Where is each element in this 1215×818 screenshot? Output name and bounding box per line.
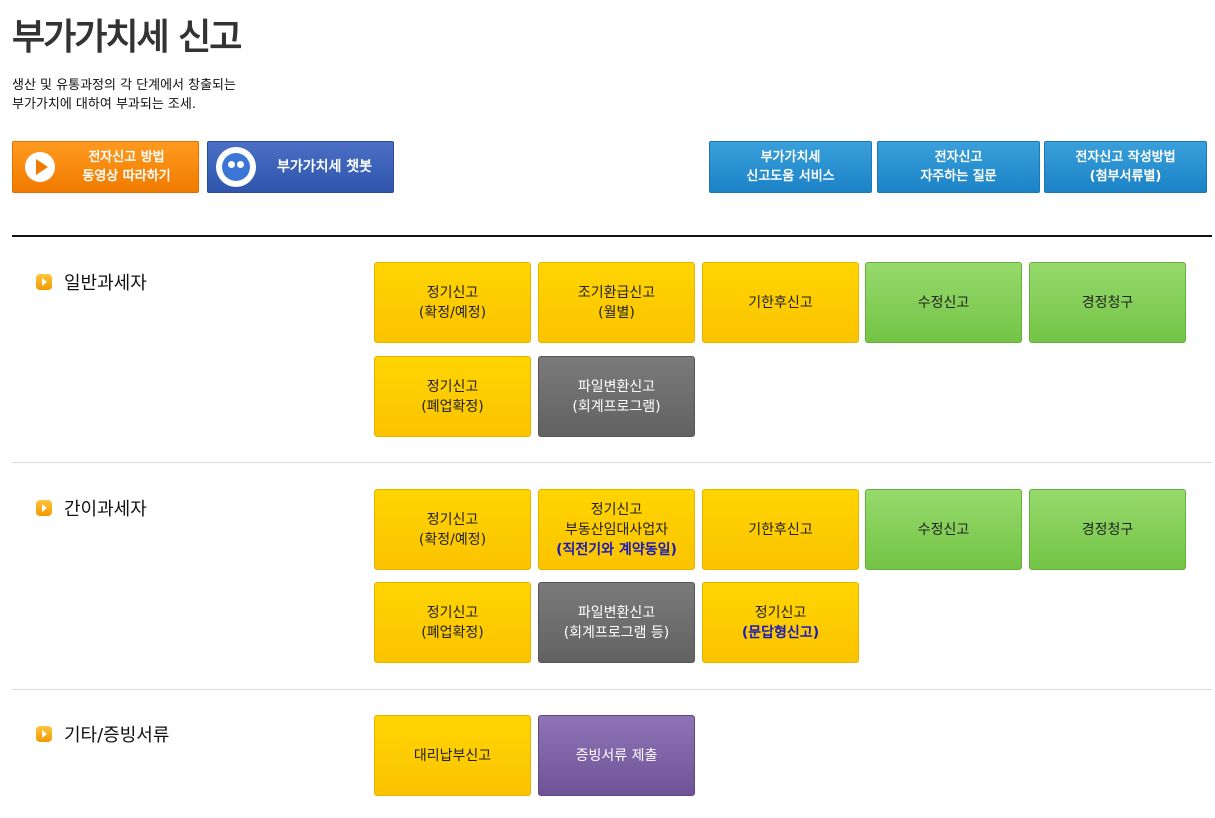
evidence-document-submit-button[interactable]: 증빙서류 제출 bbox=[538, 715, 695, 796]
section-divider bbox=[12, 689, 1212, 690]
writing-guide-button[interactable]: 전자신고 작성방법(첨부서류별) bbox=[1044, 141, 1207, 193]
general-early-refund-button[interactable]: 조기환급신고(월별) bbox=[538, 262, 695, 343]
page-description: 생산 및 유통과정의 각 단계에서 창출되는 부가가치에 대하여 부과되는 조세… bbox=[12, 76, 236, 114]
simple-closure-filing-button[interactable]: 정기신고(폐업확정) bbox=[374, 582, 531, 663]
proxy-payment-filing-button[interactable]: 대리납부신고 bbox=[374, 715, 531, 796]
play-icon bbox=[25, 152, 55, 182]
section-general-taxpayer: 일반과세자 bbox=[36, 269, 147, 295]
chatbot-button[interactable]: 부가가치세 챗봇 bbox=[207, 141, 394, 193]
description-line-1: 생산 및 유통과정의 각 단계에서 창출되는 bbox=[12, 78, 236, 93]
writing-guide-label: 전자신고 작성방법(첨부서류별) bbox=[1075, 150, 1176, 184]
section-title: 간이과세자 bbox=[64, 499, 147, 520]
simple-amended-filing-button[interactable]: 수정신고 bbox=[865, 489, 1022, 570]
general-amended-filing-button[interactable]: 수정신고 bbox=[865, 262, 1022, 343]
page-title: 부가가치세 신고 bbox=[12, 17, 242, 58]
section-divider bbox=[12, 462, 1212, 463]
section-title: 일반과세자 bbox=[64, 273, 147, 294]
simple-late-filing-button[interactable]: 기한후신고 bbox=[702, 489, 859, 570]
description-line-2: 부가가치에 대하여 부과되는 조세. bbox=[12, 97, 196, 112]
section-simplified-taxpayer: 간이과세자 bbox=[36, 495, 147, 521]
bullet-arrow-icon bbox=[36, 274, 52, 290]
simple-regular-filing-button[interactable]: 정기신고(확정/예정) bbox=[374, 489, 531, 570]
simple-correction-claim-button[interactable]: 경정청구 bbox=[1029, 489, 1186, 570]
simple-file-conversion-button[interactable]: 파일변환신고(회계프로그램 등) bbox=[538, 582, 695, 663]
bullet-arrow-icon bbox=[36, 726, 52, 742]
general-late-filing-button[interactable]: 기한후신고 bbox=[702, 262, 859, 343]
chatbot-label: 부가가치세 챗봇 bbox=[276, 158, 373, 175]
general-closure-filing-button[interactable]: 정기신고(폐업확정) bbox=[374, 356, 531, 437]
general-regular-filing-button[interactable]: 정기신고(확정/예정) bbox=[374, 262, 531, 343]
section-other-documents: 기타/증빙서류 bbox=[36, 721, 169, 747]
bullet-arrow-icon bbox=[36, 500, 52, 516]
header-divider bbox=[12, 235, 1212, 237]
general-correction-claim-button[interactable]: 경정청구 bbox=[1029, 262, 1186, 343]
chatbot-icon bbox=[216, 147, 256, 187]
simple-qa-filing-button[interactable]: 정기신고(문답형신고) bbox=[702, 582, 859, 663]
general-file-conversion-button[interactable]: 파일변환신고(회계프로그램) bbox=[538, 356, 695, 437]
section-title: 기타/증빙서류 bbox=[64, 725, 170, 746]
